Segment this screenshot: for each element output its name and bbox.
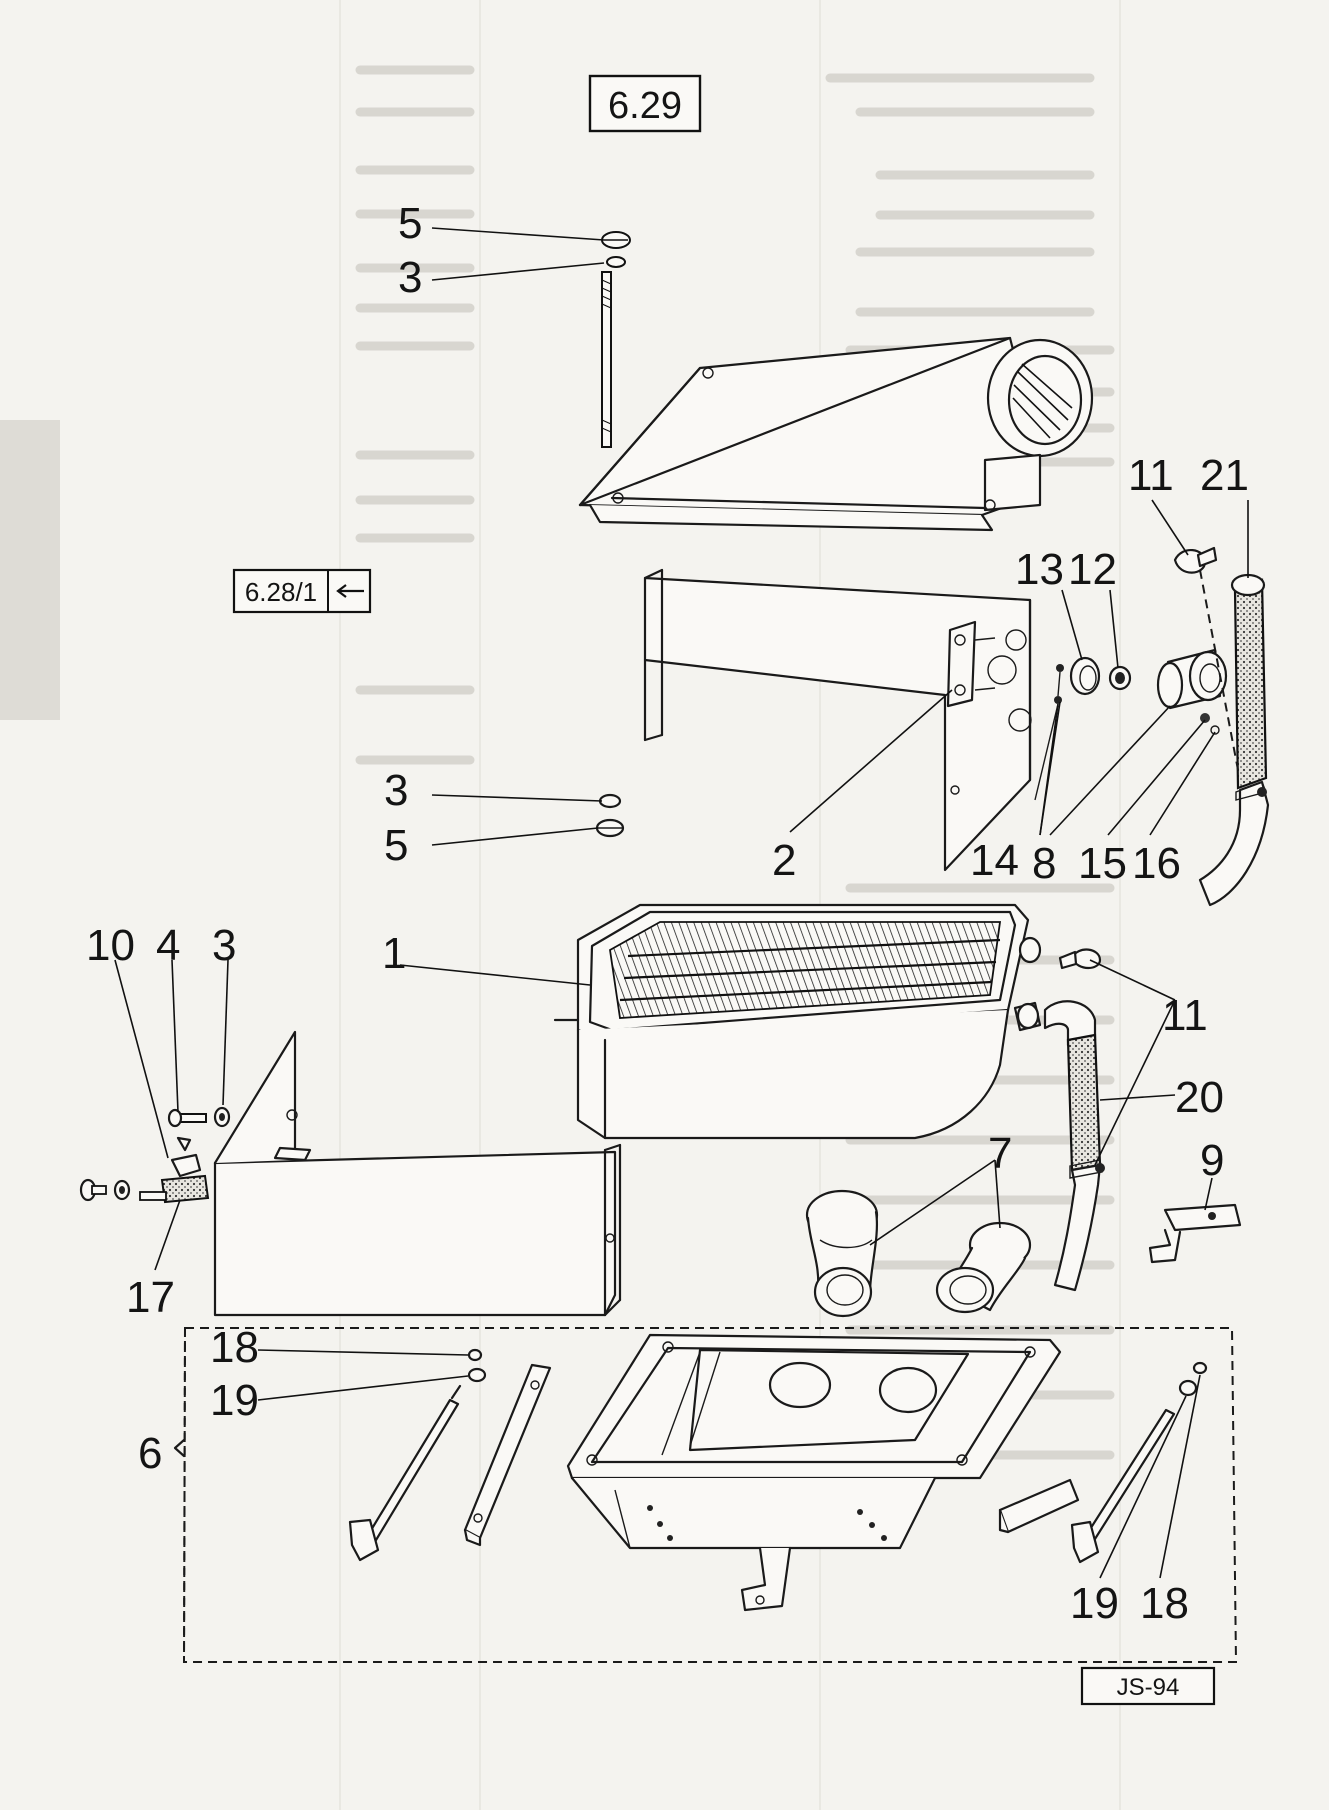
callout-3-top: 3 bbox=[398, 253, 422, 302]
cross-reference-box: 6.28/1 bbox=[232, 568, 372, 614]
elbow-pipe-left bbox=[805, 1189, 879, 1318]
callout-9: 9 bbox=[1200, 1136, 1224, 1185]
callout-21: 21 bbox=[1200, 451, 1249, 500]
hose-clip-top bbox=[1173, 546, 1239, 771]
callout-7: 7 bbox=[988, 1129, 1012, 1178]
sealing-nut bbox=[1108, 665, 1132, 691]
drawing-code-box: JS-94 bbox=[1080, 1666, 1216, 1706]
hose-20 bbox=[1043, 1000, 1105, 1292]
part-callouts: 5 3 11 21 13 12 3 5 2 14 8 15 16 10 4 3 … bbox=[86, 199, 1249, 1628]
callout-16: 16 bbox=[1132, 839, 1181, 888]
bottom-tray bbox=[566, 1333, 1062, 1612]
heat-exchanger-core bbox=[553, 903, 1042, 1140]
callout-3-left: 3 bbox=[212, 921, 236, 970]
callout-18-left: 18 bbox=[210, 1323, 259, 1372]
callout-19-right: 19 bbox=[1070, 1579, 1119, 1628]
hose-21 bbox=[1198, 573, 1270, 907]
grommet-ring bbox=[1069, 656, 1101, 696]
assembly-group-outline bbox=[173, 1327, 1238, 1663]
callout-4: 4 bbox=[156, 921, 180, 970]
callout-13: 13 bbox=[1015, 545, 1064, 594]
callout-19-left: 19 bbox=[210, 1376, 259, 1425]
callout-11-top: 11 bbox=[1128, 451, 1174, 500]
callout-11-right: 11 bbox=[1162, 991, 1208, 1040]
small-screws-14 bbox=[1034, 664, 1064, 801]
callout-20: 20 bbox=[1175, 1073, 1224, 1122]
hose-clip-right bbox=[1058, 948, 1102, 970]
group-marker: 6 bbox=[138, 1429, 162, 1478]
callout-17: 17 bbox=[126, 1273, 175, 1322]
callout-3-mid: 3 bbox=[384, 766, 408, 815]
fasteners-group-left bbox=[79, 1106, 231, 1204]
drawing-code: JS-94 bbox=[1117, 1674, 1180, 1701]
callout-10: 10 bbox=[86, 921, 135, 970]
callout-1: 1 bbox=[382, 929, 406, 978]
fan-housing-panel bbox=[643, 568, 1032, 872]
elbow-pipe-right bbox=[935, 1221, 1032, 1314]
elbow-connector bbox=[1156, 648, 1228, 735]
tie-rod-top bbox=[601, 231, 631, 448]
callout-2: 2 bbox=[772, 836, 796, 885]
support-rod-right bbox=[1070, 1408, 1176, 1564]
washer-top bbox=[606, 256, 626, 268]
left-side-panel bbox=[213, 1030, 622, 1317]
reference-page-label: 6.28/1 bbox=[245, 577, 317, 607]
callout-5-mid: 5 bbox=[384, 821, 408, 870]
arrow-left-icon bbox=[336, 584, 364, 598]
callout-15: 15 bbox=[1078, 839, 1127, 888]
retaining-clips-18-19 bbox=[467, 1348, 1208, 1397]
callout-14: 14 bbox=[970, 836, 1019, 885]
callout-18-right: 18 bbox=[1140, 1579, 1189, 1628]
support-rod-left bbox=[348, 1384, 462, 1562]
side-strip-right bbox=[998, 1478, 1080, 1534]
callout-8: 8 bbox=[1032, 839, 1056, 888]
callout-12: 12 bbox=[1068, 545, 1117, 594]
callout-5-top: 5 bbox=[398, 199, 422, 248]
figure-number: 6.29 bbox=[608, 85, 682, 127]
mounting-bracket-9 bbox=[1148, 1203, 1242, 1264]
upper-cover bbox=[578, 336, 1094, 532]
figure-number-box: 6.29 bbox=[588, 74, 702, 133]
side-strip-left bbox=[463, 1363, 552, 1547]
leader-lines bbox=[114, 227, 1249, 1579]
